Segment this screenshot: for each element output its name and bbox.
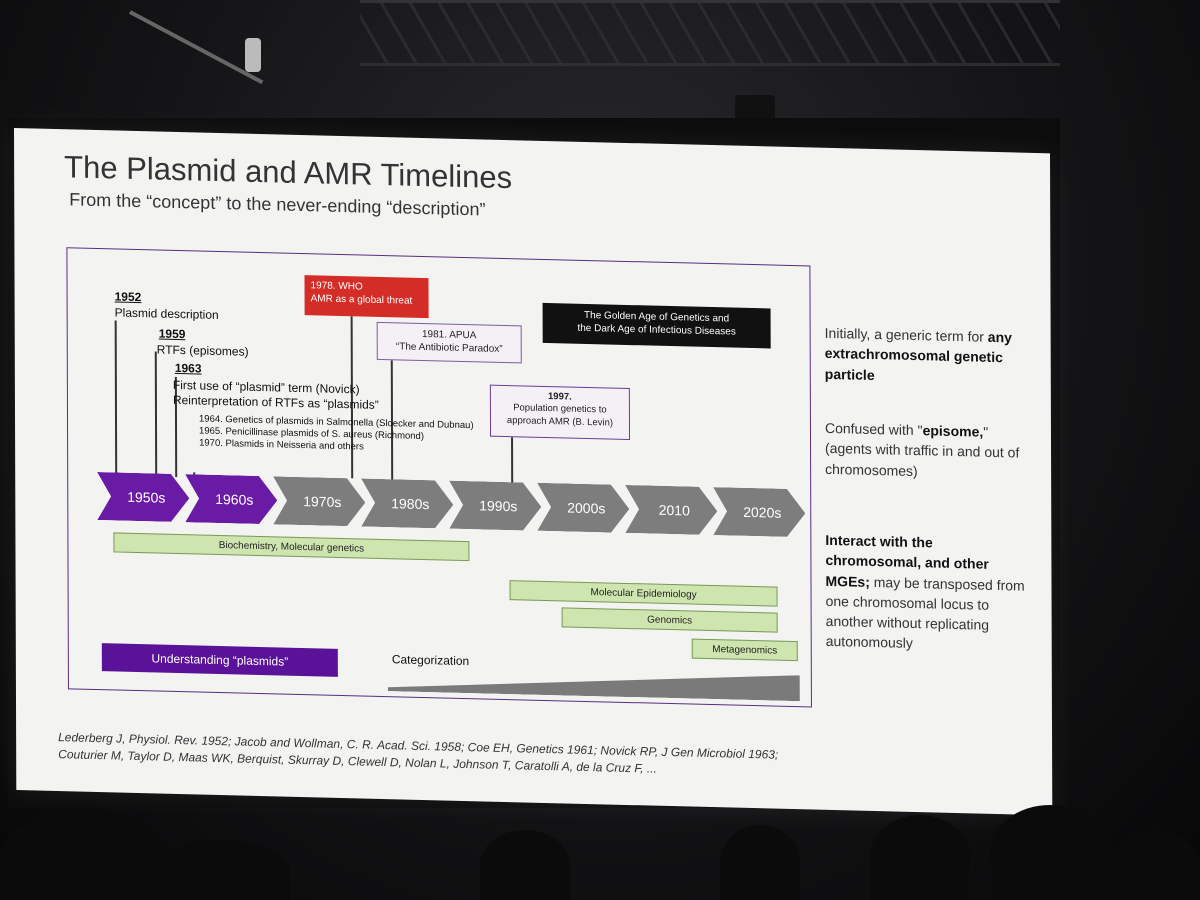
categorization-label: Categorization xyxy=(391,652,470,669)
understanding-plasmids-bar: Understanding “plasmids” xyxy=(101,643,338,677)
references: Lederberg J, Physiol. Rev. 1952; Jacob a… xyxy=(58,729,1038,787)
golden-age-box: The Golden Age of Genetics and the Dark … xyxy=(542,302,771,349)
metagenomics-bar: Metagenomics xyxy=(691,638,798,662)
event-plasmid-description: Plasmid description xyxy=(114,305,219,323)
side-note-2: Confused with "episome," (agents with tr… xyxy=(825,418,1025,484)
year-1952: 1952 xyxy=(114,289,142,305)
year-1963: 1963 xyxy=(174,360,202,376)
slide-title: The Plasmid and AMR Timelines xyxy=(64,149,513,196)
presentation-slide: The Plasmid and AMR Timelines From the “… xyxy=(14,128,1053,816)
audience-head xyxy=(1110,830,1200,900)
connector-1997 xyxy=(511,437,513,486)
audience-head xyxy=(480,830,570,900)
side-note-1a: Initially, a generic term for xyxy=(824,324,984,345)
audience-head xyxy=(0,810,170,900)
side-note-3: Interact with the chromosomal, and other… xyxy=(825,530,1025,657)
audience-head xyxy=(870,815,970,900)
apua-box-line2: “The Antibiotic Paradox” xyxy=(395,341,503,355)
levin-1997-box: 1997. Population genetics to approach AM… xyxy=(489,384,631,441)
apua-1981-box: 1981. APUA “The Antibiotic Paradox” xyxy=(376,321,522,364)
who-1978-box: 1978. WHO AMR as a global threat xyxy=(304,275,429,319)
side-note-1: Initially, a generic term for any extrac… xyxy=(825,323,1025,389)
event-rtfs: RTFs (episomes) xyxy=(156,342,249,359)
stage-rig-arm xyxy=(129,10,264,85)
ceiling-truss xyxy=(360,0,1060,66)
audience-head xyxy=(990,805,1110,900)
side-note-2b: episome, xyxy=(922,422,984,440)
audience-head xyxy=(150,840,290,900)
who-box-line2: AMR as a global threat xyxy=(310,293,413,307)
audience-head xyxy=(720,825,800,900)
side-note-2a: Confused with " xyxy=(824,419,923,439)
year-1959: 1959 xyxy=(158,326,186,342)
levin-box-line3: approach AMR (B. Levin) xyxy=(506,414,614,429)
stage-light xyxy=(245,38,261,72)
